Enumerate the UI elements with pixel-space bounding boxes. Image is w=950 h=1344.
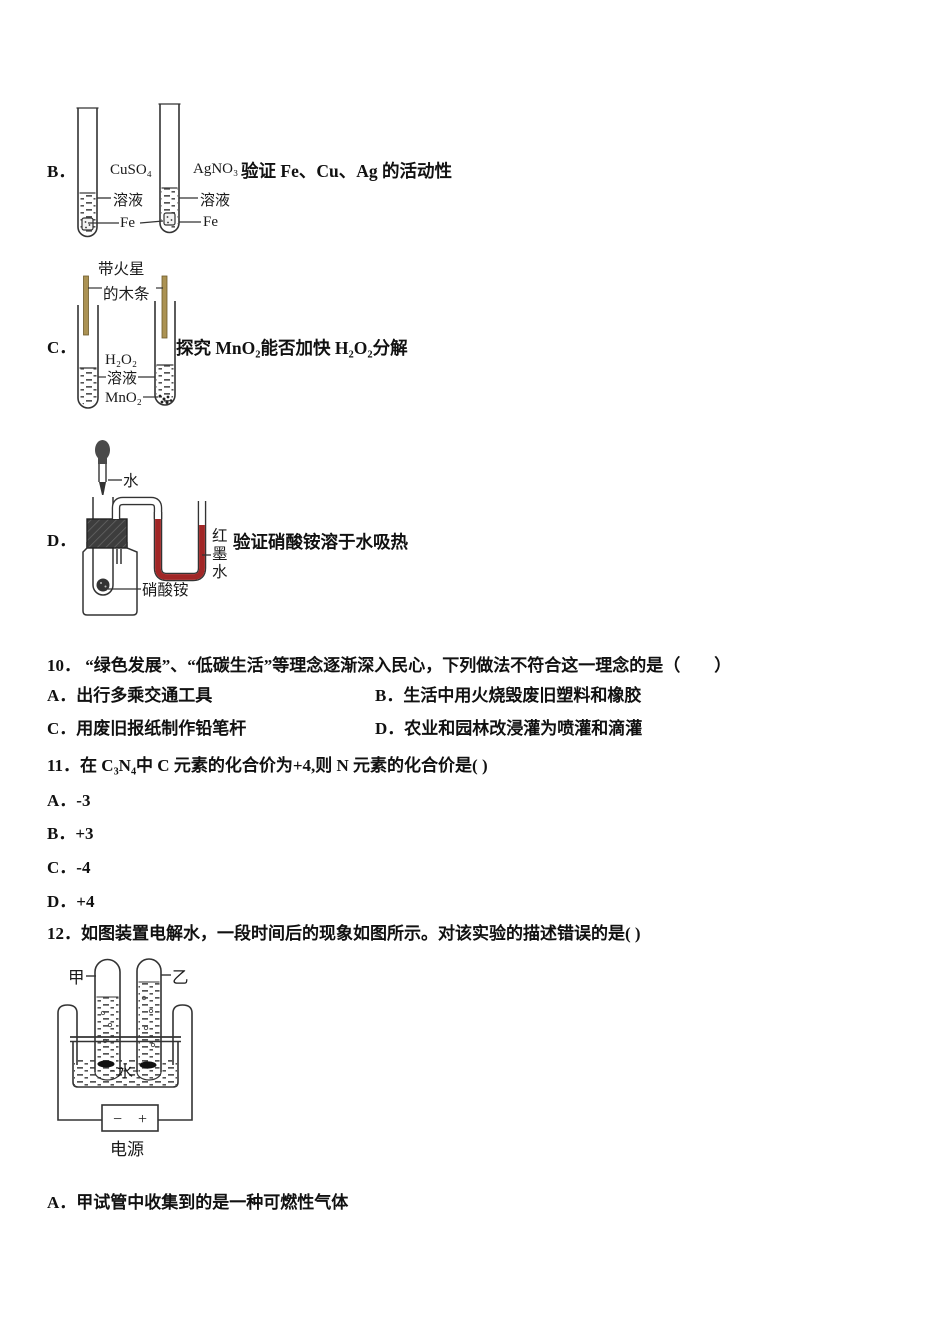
fe-left-label: Fe: [120, 215, 135, 231]
plus-terminal: +: [138, 1111, 147, 1128]
splint-label-line2: 的木条: [103, 285, 150, 303]
h2o2-label: H₂O₂: [105, 352, 137, 368]
option-b-label: B．: [47, 162, 76, 181]
ammonium-nitrate-solid: [96, 578, 110, 592]
electrode-left: [97, 1060, 115, 1068]
power-source-label: 电源: [110, 1140, 144, 1159]
red-ink-label-1: 红: [212, 527, 228, 545]
q10-option-d: D．农业和园林改浸灌为喷灌和滴灌: [375, 719, 643, 738]
tube-yi-label: 乙: [172, 968, 189, 987]
test-tube-no-catalyst: [77, 305, 99, 409]
tube-yi: [136, 958, 162, 1081]
rubber-stopper: [86, 518, 128, 549]
red-ink-label-3: 水: [212, 563, 228, 581]
power-source-box: [101, 1104, 159, 1132]
flask: [82, 542, 138, 616]
q11-option-c: C．-4: [47, 858, 91, 877]
test-tube-cuso4: [76, 107, 99, 238]
q11-option-a: A．-3: [47, 791, 91, 810]
splint-label-line1: 带火星: [98, 260, 145, 278]
cuso4-label: CuSO₄: [110, 162, 152, 178]
fe-right-label: Fe: [203, 214, 218, 230]
u-tube: [111, 496, 207, 582]
option-c-diagram: 带火星 的木条 H₂O₂ 溶液 MnO₂: [77, 260, 176, 409]
ammonium-nitrate-label: 硝酸铵: [142, 581, 189, 599]
tube-jia-label: 甲: [68, 968, 85, 987]
iron-piece-left: [81, 217, 94, 231]
trough-water-label: 水: [117, 1063, 133, 1081]
iron-piece-right: [163, 212, 176, 226]
wire-left: [57, 1004, 102, 1121]
wire-right: [158, 1004, 193, 1121]
q12-option-a: A．甲试管中收集到的是一种可燃性气体: [47, 1193, 349, 1212]
red-ink-label-2: 墨: [212, 546, 228, 563]
option-b-diagram: CuSO₄ 溶液 AgNO₃ 溶液 Fe Fe: [76, 103, 238, 238]
test-tube-agno3: [158, 103, 181, 234]
water-drop-label: 水: [123, 472, 139, 490]
electrode-right: [139, 1061, 157, 1069]
agno3-label: AgNO₃: [193, 161, 238, 177]
inner-test-tube: [92, 497, 114, 596]
red-ink-liquid: [155, 519, 205, 580]
q11-stem: 11．在 C₃N₄中 C 元素的化合价为+4,则 N 元素的化合价是( ): [47, 756, 488, 775]
option-d-diagram: 水 红 墨 水 硝酸铵: [82, 440, 228, 616]
option-c-caption: 探究 MnO₂能否加快 H₂O₂分解: [176, 338, 408, 358]
option-c-label: C．: [47, 338, 77, 357]
agno3-solution-label: 溶液: [200, 192, 230, 209]
q10-option-a: A．出行多乘交通工具: [47, 686, 213, 705]
mno2-particles: [158, 394, 173, 404]
option-d-caption: 验证硝酸铵溶于水吸热: [233, 532, 408, 552]
wood-splint-left: [83, 275, 89, 336]
q10-option-c: C．用废旧报纸制作铅笔杆: [47, 719, 247, 738]
wood-splint-right: [161, 275, 168, 339]
cuso4-solution-label: 溶液: [113, 192, 143, 209]
dropper: [95, 440, 110, 495]
q10-stem: 10． “绿色发展”、“低碳生活”等理念逐渐深入民心，下列做法不符合这一理念的是…: [47, 656, 732, 675]
tube-jia: [94, 958, 121, 1081]
minus-terminal: −: [113, 1111, 122, 1128]
option-d-label: D．: [47, 531, 77, 550]
mno2-label: MnO₂: [105, 390, 142, 406]
h2o2-solution-label: 溶液: [107, 370, 137, 387]
q11-option-b: B．+3: [47, 824, 94, 843]
q11-option-d: D．+4: [47, 892, 95, 911]
q12-stem: 12．如图装置电解水，一段时间后的现象如图所示。对该实验的描述错误的是( ): [47, 924, 641, 943]
option-b-caption: 验证 Fe、Cu、Ag 的活动性: [241, 161, 452, 181]
q12-electrolysis-diagram: 甲 乙 水 − + 电源: [57, 958, 193, 1159]
q10-option-b: B．生活中用火烧毁废旧塑料和橡胶: [375, 686, 642, 705]
